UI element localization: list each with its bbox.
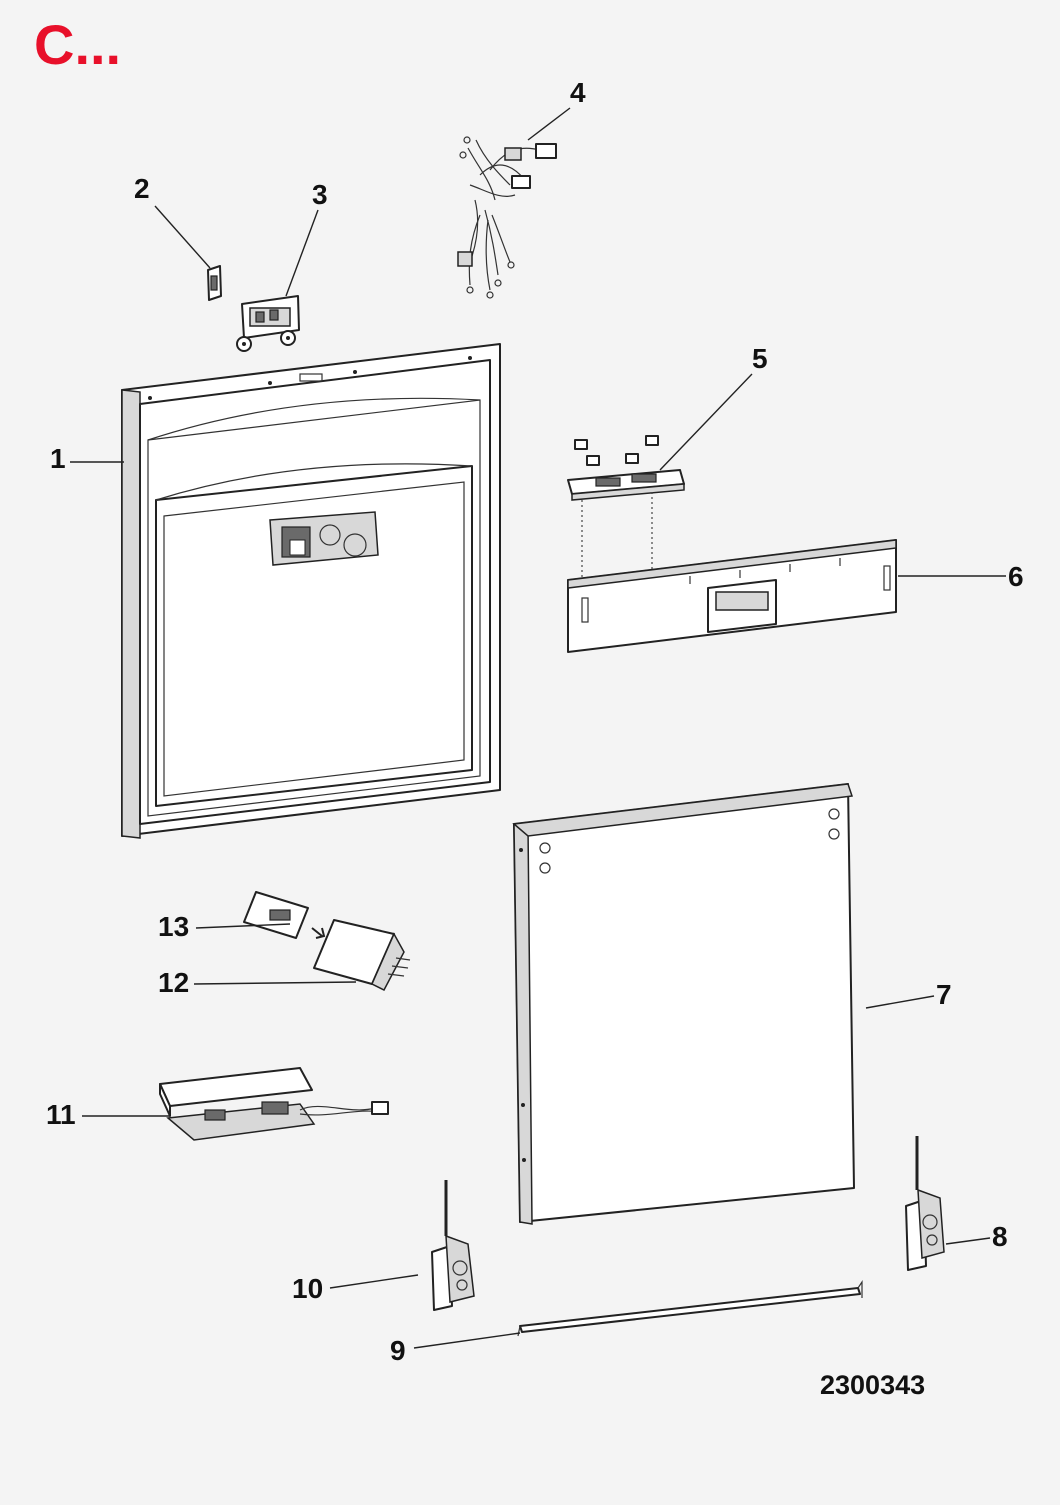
part-6-control-panel [567,539,897,653]
callout-9: 9 [390,1335,406,1366]
callout-8: 8 [992,1221,1008,1252]
drawing-number: 2300343 [820,1370,925,1400]
part-7-outer-door-panel [512,783,855,1225]
callout-10: 10 [292,1273,323,1304]
callout-1: 1 [50,443,66,474]
callout-5: 5 [752,343,768,374]
callout-4: 4 [570,77,586,108]
part-12-module-box [313,919,411,991]
callout-7: 7 [936,979,952,1010]
part-2-latch-clip [207,265,222,301]
part-9-hinge-rod [517,1280,863,1337]
part-10-left-hinge [431,1180,475,1311]
part-4-wiring-harness [457,136,557,299]
part-8-right-hinge [905,1136,945,1271]
part-3-door-lock [236,295,300,352]
callout-3: 3 [312,179,328,210]
part-13-label-plate [243,891,326,939]
part-5-button-bracket [567,435,685,582]
callout-labels: 1 2 3 4 5 6 7 8 9 10 11 12 13 [46,77,1024,1366]
callout-6: 6 [1008,561,1024,592]
part-1-inner-door-frame [121,343,501,839]
page-title: C... [34,13,121,76]
callout-12: 12 [158,967,189,998]
part-11-control-board [159,1067,389,1141]
callout-2: 2 [134,173,150,204]
callout-11: 11 [46,1099,76,1130]
leader-lines [70,107,1006,1349]
callout-13: 13 [158,911,189,942]
